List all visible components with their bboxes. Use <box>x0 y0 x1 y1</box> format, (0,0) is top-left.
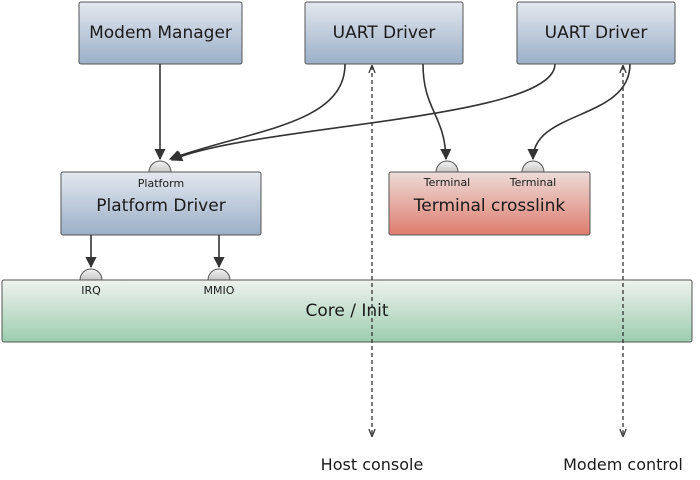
terminal-crosslink-label: Terminal crosslink <box>413 196 566 216</box>
arrow-uart-1-to-platform <box>168 63 346 161</box>
uart-driver-2-label: UART Driver <box>545 23 648 43</box>
arrow-uart-1-to-terminal-1 <box>422 63 452 161</box>
terminal-port-1-label: Terminal <box>423 176 471 189</box>
terminal-port-2-label: Terminal <box>509 176 557 189</box>
uart-driver-1-box[interactable] <box>304 1 464 65</box>
platform-port-label: Platform <box>138 177 184 190</box>
modem-manager-label: Modem Manager <box>89 23 232 43</box>
terminal-port-2[interactable] <box>521 160 545 173</box>
platform-port[interactable] <box>148 160 172 173</box>
uart-driver-2-box[interactable] <box>516 1 676 65</box>
platform-driver-label: Platform Driver <box>96 196 225 216</box>
arrow-uart-2-to-platform <box>170 63 556 161</box>
terminal-crosslink-box[interactable] <box>388 171 591 236</box>
core-init-label: Core / Init <box>305 301 388 321</box>
core-init-box[interactable] <box>1 279 693 343</box>
mmio-port-label: MMIO <box>204 284 235 297</box>
mmio-port[interactable] <box>207 268 231 281</box>
modem-control-label: Modem control <box>563 455 683 474</box>
host-console-label: Host console <box>321 455 424 474</box>
irq-port[interactable] <box>79 268 103 281</box>
uart-driver-1-label: UART Driver <box>333 23 436 43</box>
irq-port-label: IRQ <box>81 284 101 297</box>
terminal-port-1[interactable] <box>435 160 459 173</box>
